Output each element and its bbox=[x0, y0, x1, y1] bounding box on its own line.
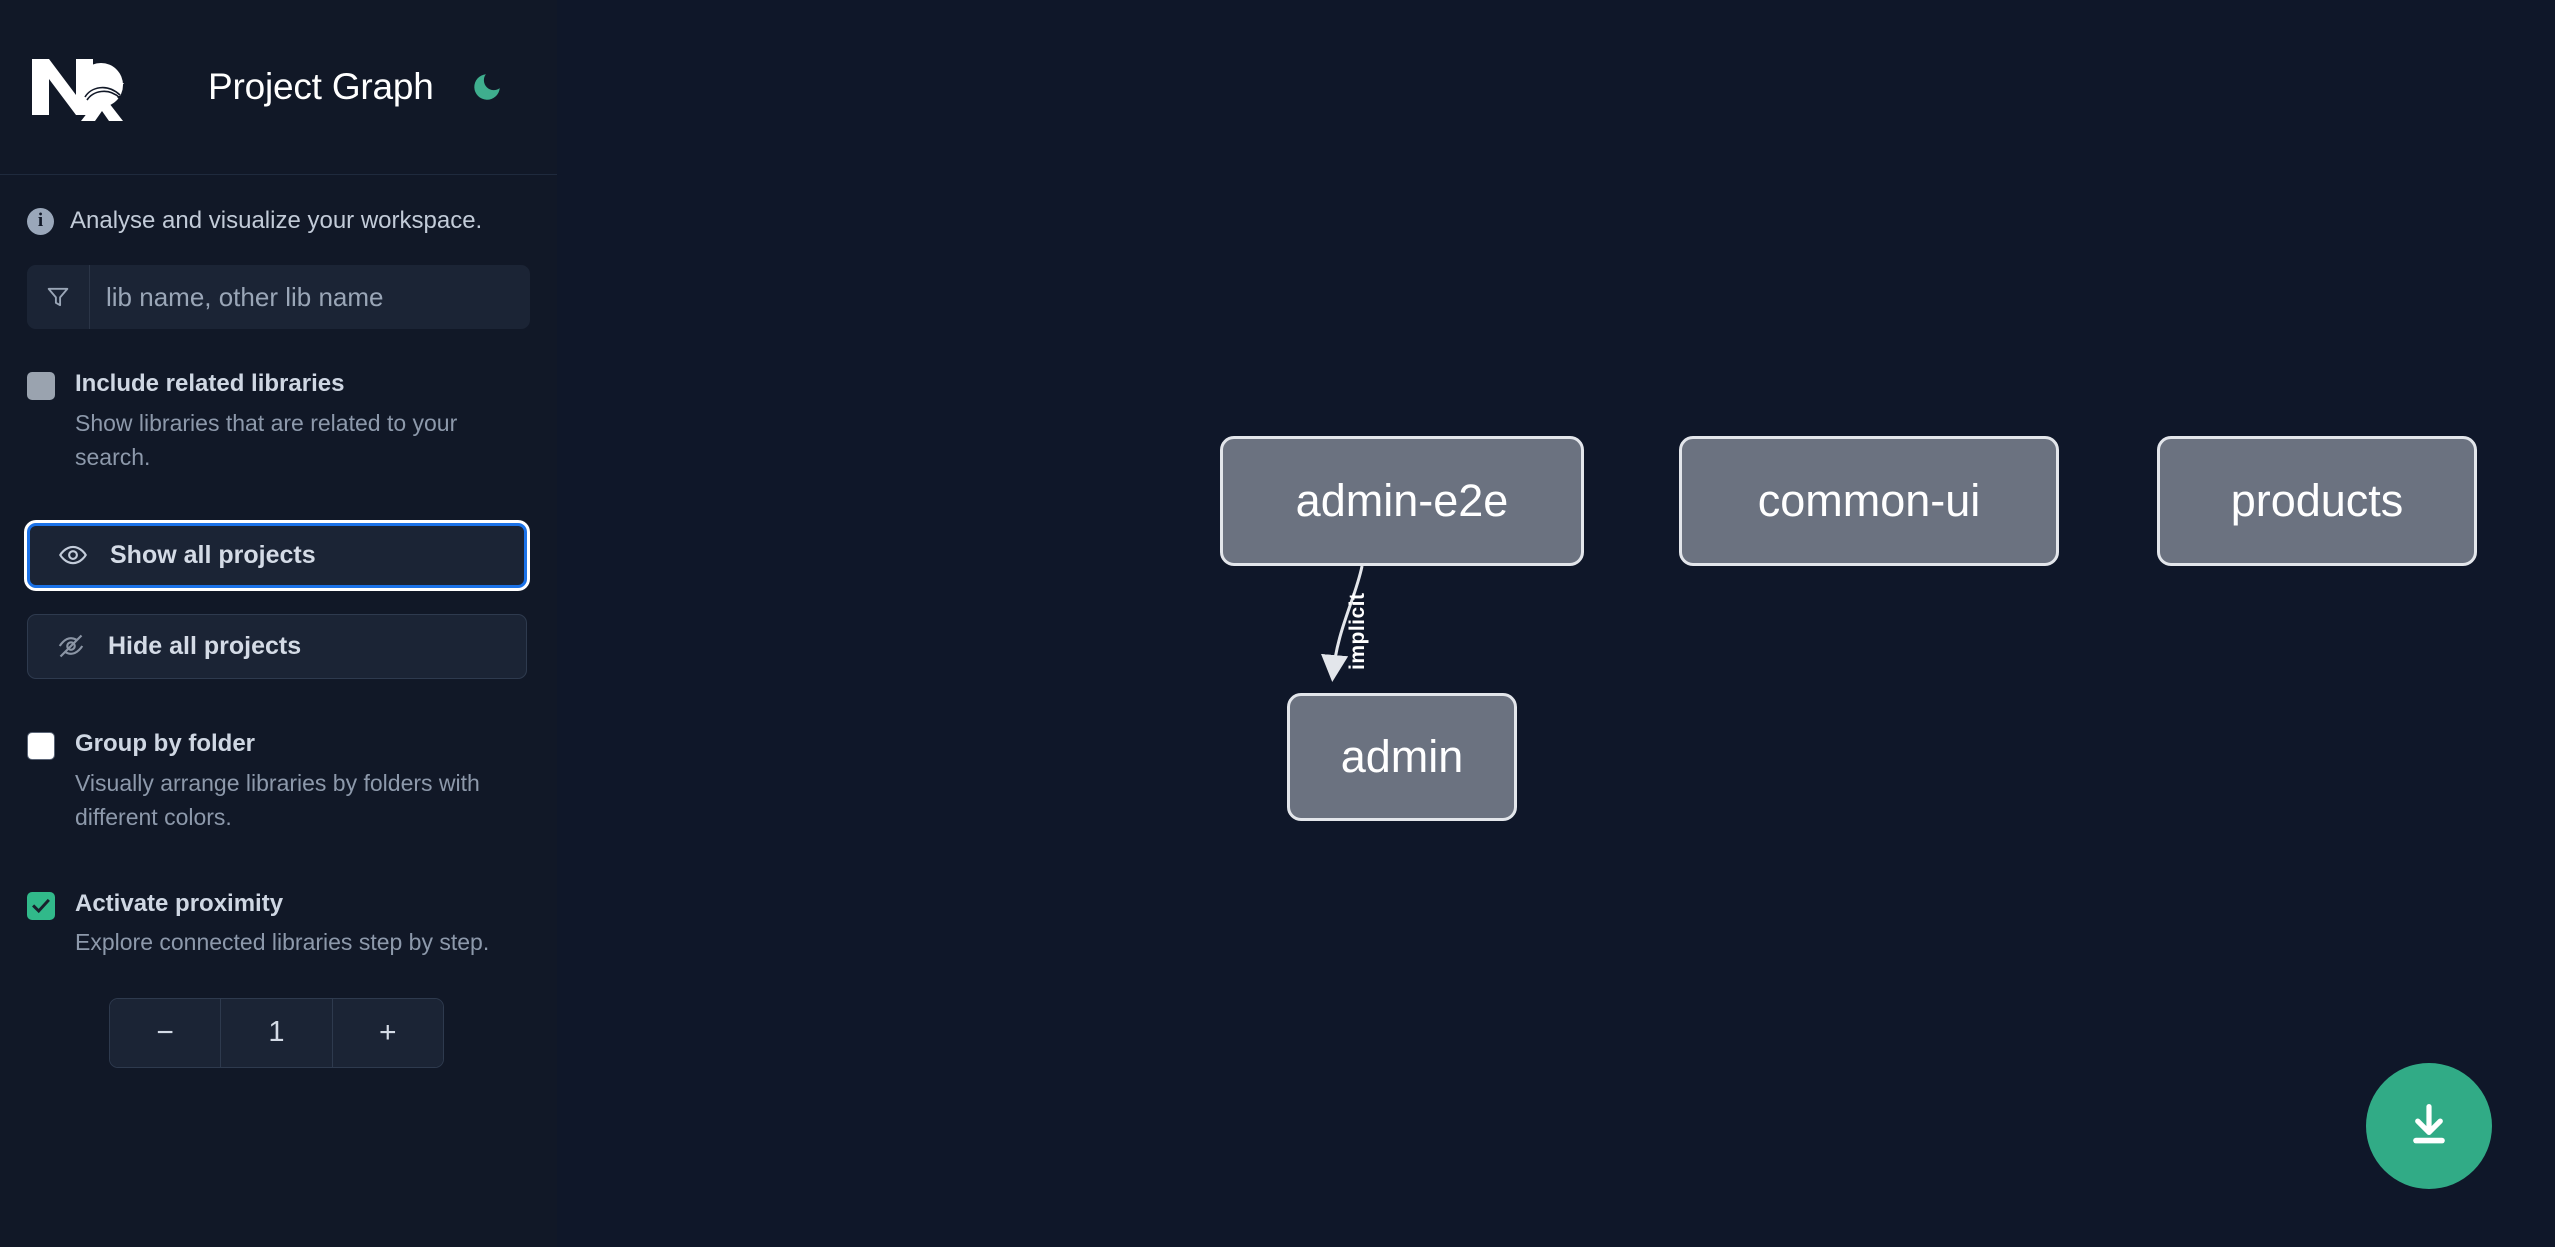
graph-node-products[interactable]: products bbox=[2157, 436, 2477, 566]
nx-logo bbox=[28, 53, 128, 121]
eye-icon bbox=[58, 540, 88, 570]
checkbox-label-group-by-folder: Group by folder bbox=[75, 729, 255, 757]
graph-canvas[interactable]: admin-e2e admin common-ui products store… bbox=[557, 0, 2555, 1247]
sidebar-header: Project Graph bbox=[0, 0, 557, 175]
hide-all-projects-button[interactable]: Hide all projects bbox=[27, 613, 527, 679]
eye-off-icon bbox=[56, 631, 86, 661]
spacer bbox=[27, 501, 530, 523]
edge-admin-e2e-admin bbox=[1321, 565, 1364, 682]
graph-edges bbox=[1321, 565, 1364, 682]
spacer bbox=[27, 705, 530, 727]
filter-row[interactable] bbox=[27, 265, 530, 329]
download-icon bbox=[2403, 1099, 2455, 1154]
stepper-value: 1 bbox=[220, 998, 332, 1067]
graph-node-admin[interactable]: admin bbox=[1287, 693, 1517, 821]
checkbox-description-group-by-folder: Visually arrange libraries by folders wi… bbox=[75, 769, 480, 831]
tagline-text: Analyse and visualize your workspace. bbox=[70, 207, 483, 234]
checkbox-box-include-related-libraries[interactable] bbox=[27, 372, 55, 400]
info-icon: i bbox=[27, 207, 54, 235]
checkbox-description-include-related-libraries: Show libraries that are related to your … bbox=[75, 409, 458, 471]
graph-node-label: admin bbox=[1340, 731, 1464, 782]
checkbox-description-activate-proximity: Explore connected libraries step by step… bbox=[75, 929, 490, 956]
show-all-projects-button[interactable]: Show all projects bbox=[27, 522, 527, 588]
show-all-projects-label: Show all projects bbox=[110, 540, 316, 569]
proximity-stepper[interactable]: − 1 + bbox=[109, 997, 444, 1068]
checkbox-box-group-by-folder[interactable] bbox=[27, 731, 55, 760]
filter-icon bbox=[27, 265, 90, 329]
graph-node-common-ui[interactable]: common-ui bbox=[1679, 436, 2059, 566]
search-input[interactable] bbox=[90, 265, 530, 329]
spacer bbox=[27, 861, 530, 887]
edge-label-admin-e2e-admin: implicit bbox=[1346, 592, 1369, 670]
graph-node-label: common-ui bbox=[1757, 475, 1981, 526]
graph-node-label: products bbox=[2230, 475, 2404, 526]
checkbox-activate-proximity[interactable]: Activate proximity Explore connected lib… bbox=[27, 887, 530, 960]
checkbox-group-by-folder[interactable]: Group by folder Visually arrange librari… bbox=[27, 727, 530, 835]
checkbox-label-include-related-libraries: Include related libraries bbox=[75, 370, 345, 397]
graph-node-label: admin-e2e bbox=[1295, 475, 1509, 526]
checkbox-label-activate-proximity: Activate proximity bbox=[75, 889, 284, 917]
stepper-increment-button[interactable]: + bbox=[331, 998, 443, 1067]
tagline: i Analyse and visualize your workspace. bbox=[27, 175, 530, 265]
sidebar: Project Graph i Analyse and visualize yo… bbox=[0, 0, 557, 1247]
hide-all-projects-label: Hide all projects bbox=[108, 631, 302, 660]
graph-node-admin-e2e[interactable]: admin-e2e bbox=[1220, 436, 1584, 566]
page-title: Project Graph bbox=[208, 66, 434, 107]
stepper-decrement-button[interactable]: − bbox=[110, 998, 221, 1067]
sidebar-body: i Analyse and visualize your workspace. … bbox=[0, 175, 557, 1068]
checkbox-include-related-libraries[interactable]: Include related libraries Show libraries… bbox=[27, 367, 530, 475]
checkbox-box-activate-proximity[interactable] bbox=[27, 891, 55, 920]
download-button[interactable] bbox=[2366, 1063, 2492, 1189]
moon-icon[interactable] bbox=[466, 66, 508, 108]
